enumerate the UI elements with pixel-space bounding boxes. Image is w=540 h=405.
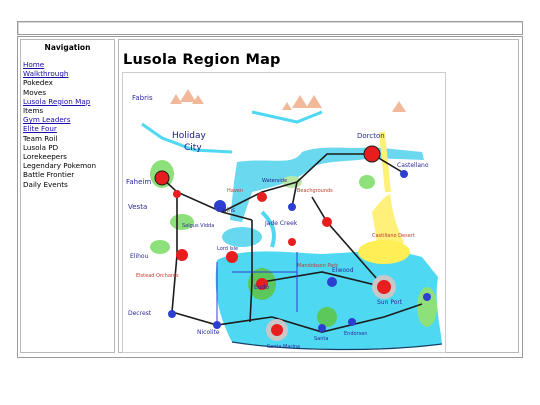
svg-text:Elihou: Elihou	[130, 253, 149, 260]
layout-frame: Navigation Home Walkthrough Pokedex Move…	[17, 36, 523, 358]
nav-list: Home Walkthrough Pokedex Moves Lusola Re…	[23, 60, 114, 189]
region-map: Fabris Holiday City Dorcton Castellano F…	[122, 72, 446, 353]
nav-link-home[interactable]: Home	[23, 60, 45, 69]
svg-text:Elwood: Elwood	[332, 267, 354, 274]
svg-text:Haven: Haven	[227, 188, 243, 194]
svg-text:Sun Port: Sun Port	[377, 299, 403, 306]
nav-link-elite-four[interactable]: Elite Four	[23, 124, 57, 134]
nav-item-gym-leaders[interactable]: Gym Leaders	[23, 115, 114, 124]
svg-text:Faheim: Faheim	[126, 178, 151, 186]
sidebar-title: Navigation	[44, 43, 91, 52]
svg-text:Eudo: Eudo	[254, 284, 269, 291]
svg-text:Dorcton: Dorcton	[357, 132, 385, 140]
nav-link-walkthrough[interactable]: Walkthrough	[23, 69, 69, 79]
nav-item-region-map[interactable]: Lusola Region Map	[23, 97, 114, 106]
svg-text:Santa Marina: Santa Marina	[267, 344, 300, 350]
svg-text:Decrest: Decrest	[128, 310, 152, 317]
nav-item-lorekeepers: Lorekeepers	[23, 152, 67, 162]
nav-link-region-map[interactable]: Lusola Region Map	[23, 96, 91, 106]
svg-text:Beachgrounds: Beachgrounds	[297, 188, 333, 194]
nav-item-items: Items	[23, 106, 44, 116]
nav-item-walkthrough[interactable]: Walkthrough	[23, 69, 114, 78]
sidebar: Navigation Home Walkthrough Pokedex Move…	[20, 39, 115, 353]
svg-text:Holiday: Holiday	[172, 131, 207, 141]
main-content: Lusola Region Map	[118, 39, 519, 353]
svg-text:Nicolite: Nicolite	[197, 329, 220, 336]
nav-item-legendary-pokemon: Legendary Pokemon	[23, 161, 97, 171]
svg-text:Salgus Vidda: Salgus Vidda	[182, 223, 214, 229]
top-bar	[17, 21, 523, 35]
svg-text:Vesta: Vesta	[128, 203, 147, 211]
nav-link-gym-leaders[interactable]: Gym Leaders	[23, 115, 71, 125]
svg-text:Jade Creek: Jade Creek	[264, 220, 298, 227]
nav-item-lusola-pd: Lusola PD	[23, 142, 59, 152]
nav-item-daily-events: Daily Events	[23, 179, 68, 189]
nav-item-home[interactable]: Home	[23, 60, 114, 69]
svg-text:Endorsen: Endorsen	[344, 331, 367, 337]
svg-text:Castellano: Castellano	[397, 162, 429, 169]
region-map-drawing: Fabris Holiday City Dorcton Castellano F…	[122, 72, 446, 353]
svg-text:Waterside: Waterside	[262, 178, 287, 184]
svg-text:Mandobson Park: Mandobson Park	[297, 263, 338, 269]
svg-text:Elstead Orchards: Elstead Orchards	[136, 273, 179, 279]
svg-text:Lord Isle: Lord Isle	[217, 246, 238, 252]
svg-text:Calins: Calins	[217, 207, 235, 214]
svg-text:Castillano Desert: Castillano Desert	[372, 233, 415, 239]
svg-text:City: City	[184, 143, 202, 153]
nav-item-battle-frontier: Battle Frontier	[23, 170, 75, 180]
page-title: Lusola Region Map	[123, 52, 281, 68]
nav-item-team-roil: Team Roil	[23, 133, 58, 143]
nav-item-pokedex: Pokedex	[23, 78, 53, 88]
nav-item-elite-four[interactable]: Elite Four	[23, 124, 114, 133]
nav-item-moves: Moves	[23, 87, 47, 97]
svg-text:Santa: Santa	[314, 336, 328, 342]
svg-text:Fabris: Fabris	[132, 94, 153, 102]
